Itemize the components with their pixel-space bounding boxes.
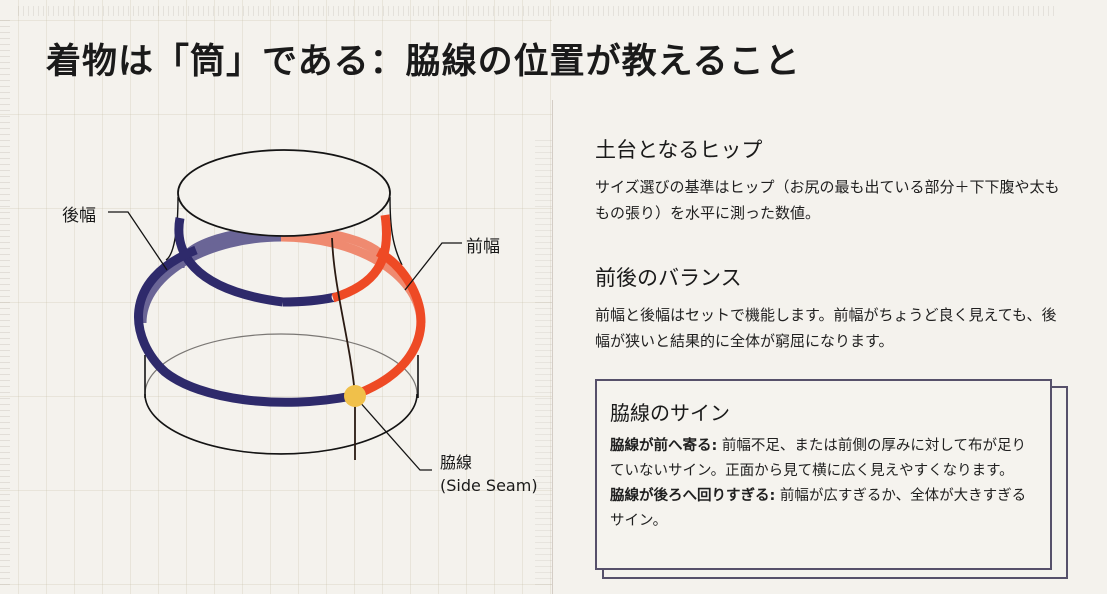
section-heading: 前後のバランス: [595, 266, 742, 290]
side-seam-leader: [357, 399, 432, 471]
section-body: サイズ選びの基準はヒップ（お尻の最も出ている部分＋下下腹や太ももの張り）を水平に…: [595, 178, 1060, 222]
kimono-tube-diagram: [108, 149, 462, 471]
panel-divider: [552, 100, 553, 594]
callout-term: 脇線が前へ寄る:: [610, 438, 718, 454]
top-ruler: [18, 6, 1058, 16]
side-seam-label-jp: 脇線: [440, 453, 473, 472]
front-width-label: 前幅: [466, 237, 500, 257]
front-width-leader: [404, 242, 462, 291]
top-opening: [177, 149, 391, 237]
callout-item-forward: 脇線が前へ寄る: 前幅不足、または前側の厚みに対して布が足りていないサイン。正面…: [610, 434, 1030, 484]
side-seam-label-en: (Side Seam): [440, 476, 538, 495]
section-front-back-balance: 前後のバランス 前幅と後幅はセットで機能します。前幅がちょうど良く見えても、後幅…: [595, 262, 1065, 354]
callout-text: 前幅が広すぎるか、全体が大きすぎるサイン。: [610, 488, 1027, 529]
back-width-leader: [108, 211, 168, 271]
section-body: 前幅と後幅はセットで機能します。前幅がちょうど良く見えても、後幅が狭いと結果的に…: [595, 306, 1057, 350]
waist-ring-near: [174, 214, 391, 307]
side-seam-marker: [344, 385, 366, 407]
section-heading: 土台となるヒップ: [595, 138, 763, 162]
callout-heading: 脇線のサイン: [610, 401, 730, 425]
section-hip-base: 土台となるヒップ サイズ選びの基準はヒップ（お尻の最も出ている部分＋下下腹や太も…: [595, 134, 1065, 226]
divider-ruler: [535, 140, 552, 590]
callout-item-backward: 脇線が後ろへ回りすぎる: 前幅が広すぎるか、全体が大きすぎるサイン。: [610, 484, 1030, 534]
callout-term: 脇線が後ろへ回りすぎる:: [610, 488, 776, 504]
back-width-label: 後幅: [62, 206, 96, 226]
page-title: 着物は「筒」である：脇線の位置が教えること: [46, 42, 801, 82]
hip-ring-near: [134, 245, 426, 407]
lower-cylinder: [144, 333, 419, 455]
side-seam-signs-callout: 脇線のサイン 脇線が前へ寄る: 前幅不足、または前側の厚みに対して布が足りていな…: [595, 379, 1052, 570]
left-ruler: [0, 20, 10, 590]
callout-text: 前幅不足、または前側の厚みに対して布が足りていないサイン。正面から見て横に広く見…: [610, 438, 1026, 479]
side-seam-line: [331, 237, 356, 460]
